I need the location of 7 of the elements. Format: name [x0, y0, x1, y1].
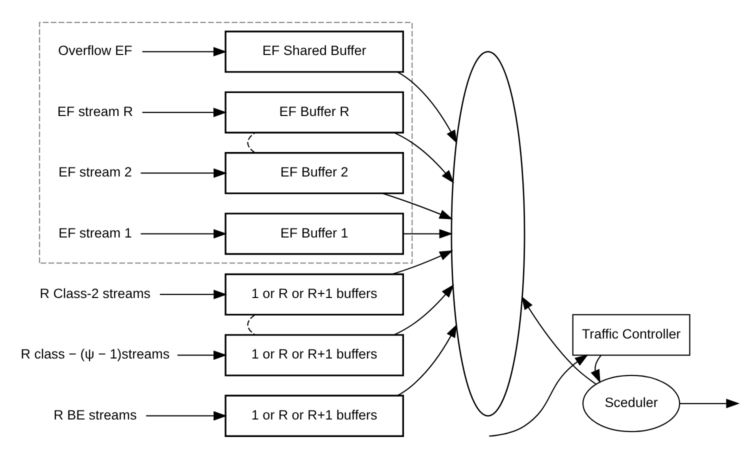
- node-text: EF stream R: [57, 103, 133, 118]
- node-text: R BE streams: [54, 406, 137, 422]
- node-text: R class − (ψ − 1)streams: [20, 346, 170, 362]
- node-text: EF stream 2: [58, 164, 132, 180]
- node-text: Overflow EF: [58, 42, 132, 58]
- node-text: R Class-2 streams: [40, 285, 151, 300]
- node-text: EF stream 1: [58, 224, 132, 240]
